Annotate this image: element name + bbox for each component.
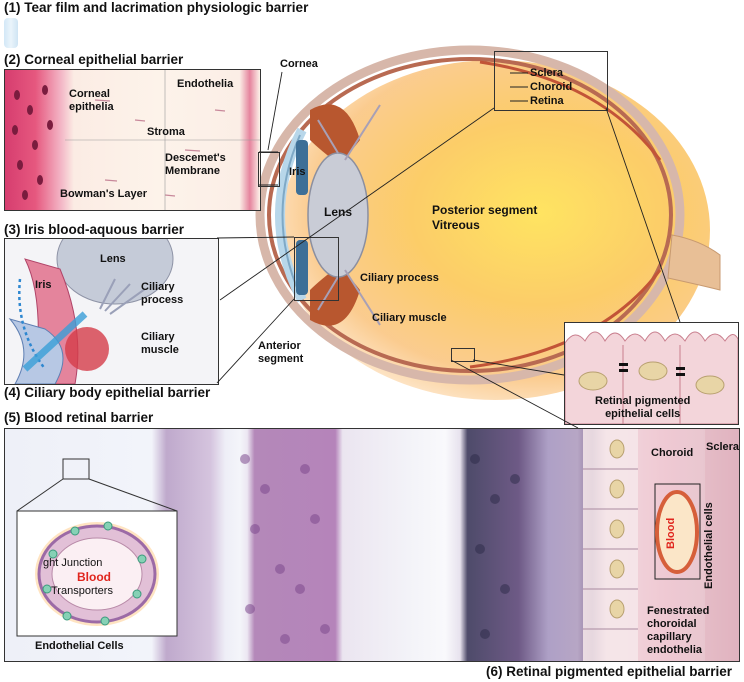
endothelia-label: Endothelia [177, 78, 234, 90]
iris-panel-iris-label: Iris [35, 279, 52, 291]
ciliary-muscle-label: Ciliary muscle [372, 312, 447, 324]
tear-film-swatch [4, 18, 18, 48]
sclera-panel-label: Sclera [706, 441, 740, 453]
section-5-title: (5) Blood retinal barrier [4, 410, 154, 425]
blood-label: Blood [77, 570, 111, 584]
retina-histology-panel: ght Junction Blood Transporters Endothel… [4, 428, 740, 662]
section-4-title: (4) Ciliary body epithelial barrier [4, 385, 211, 400]
iris-panel-lens-label: Lens [100, 253, 126, 265]
bowman-layer-label: Bowman's Layer [60, 188, 147, 200]
sclera-label: Sclera [530, 67, 564, 79]
retina-inset-box [451, 348, 475, 362]
retina-label: Retina [530, 95, 564, 107]
section-1-title: (1) Tear film and lacrimation physiologi… [4, 0, 309, 15]
section-6-title: (6) Retinal pigmented epithelial barrier [486, 664, 733, 679]
choroid-label: Choroid [530, 81, 573, 93]
cornea-inset-box [258, 152, 280, 187]
ciliary-process-label: Ciliary process [360, 272, 439, 284]
section-2-title: (2) Corneal epithelial barrier [4, 52, 184, 67]
transporters-label: Transporters [51, 585, 113, 597]
stroma-label: Stroma [147, 126, 185, 138]
layers-inset-box [494, 51, 608, 111]
tight-junction-label: ght Junction [43, 557, 103, 569]
lens-label: Lens [324, 205, 353, 219]
section-3-title: (3) Iris blood-aquous barrier [4, 222, 185, 237]
cornea-label: Cornea [280, 58, 318, 70]
iris-label: Iris [289, 166, 306, 178]
endothelial-cells-label: Endothelial Cells [35, 640, 124, 652]
ciliary-inset-box [294, 237, 339, 301]
choroid-panel-label: Choroid [651, 447, 694, 459]
